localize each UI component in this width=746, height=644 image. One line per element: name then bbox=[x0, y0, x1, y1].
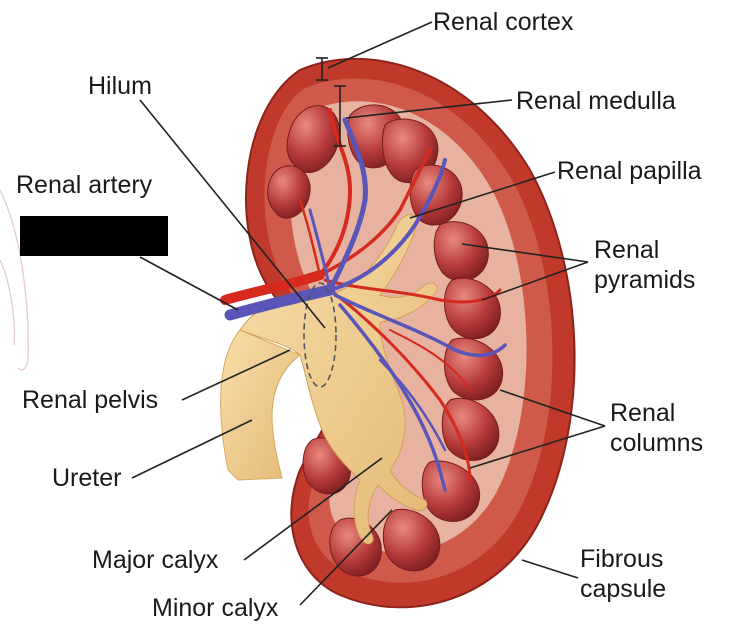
label-major-calyx: Major calyx bbox=[92, 546, 219, 574]
label-renal-pelvis: Renal pelvis bbox=[22, 386, 158, 414]
ureter-shape bbox=[221, 330, 300, 480]
label-renal-columns-line2: columns bbox=[610, 429, 703, 457]
leader-fibrous-capsule bbox=[522, 560, 578, 578]
label-fibrous-capsule-line2: capsule bbox=[580, 575, 666, 603]
leader-renal-artery bbox=[140, 257, 238, 310]
label-ureter: Ureter bbox=[52, 464, 121, 492]
label-minor-calyx: Minor calyx bbox=[152, 594, 279, 622]
label-renal-papilla: Renal papilla bbox=[557, 157, 702, 185]
redaction-box bbox=[20, 216, 168, 256]
label-fibrous-capsule-line1: Fibrous bbox=[580, 545, 663, 573]
label-renal-pyramids-line2: pyramids bbox=[594, 266, 695, 294]
label-renal-pyramids-line1: Renal bbox=[594, 236, 659, 264]
label-renal-artery: Renal artery bbox=[16, 171, 153, 199]
label-renal-medulla: Renal medulla bbox=[516, 87, 676, 115]
label-hilum: Hilum bbox=[88, 72, 152, 100]
label-renal-columns-line1: Renal bbox=[610, 399, 675, 427]
label-renal-cortex: Renal cortex bbox=[433, 8, 574, 36]
